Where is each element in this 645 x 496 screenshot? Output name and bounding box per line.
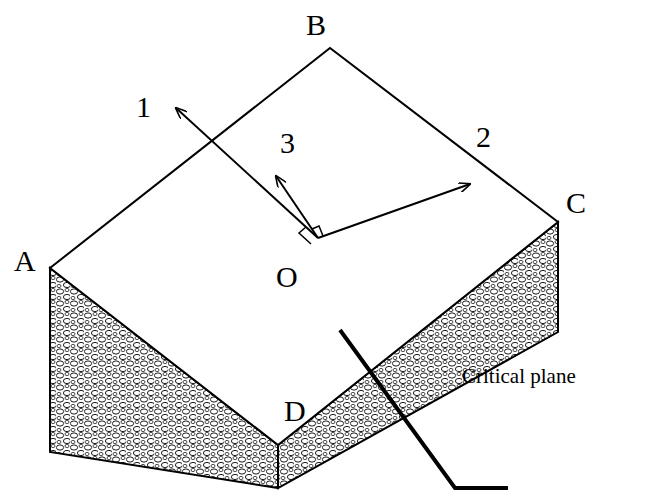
right-angle-mark [299,227,311,244]
axis-label: 3 [280,128,295,158]
axis-2 [318,184,470,238]
axis-label: 2 [476,122,491,152]
axis-label: 1 [136,92,151,122]
leader-line [340,330,508,488]
right-angle-mark [312,226,323,236]
point-label: B [306,10,326,40]
axis-1 [176,108,318,238]
point-label: D [284,396,306,426]
point-label: O [276,262,298,292]
axis-3 [276,176,318,238]
callout-label: Critical plane [462,366,576,387]
point-label: C [566,188,586,218]
point-label: A [14,246,36,276]
